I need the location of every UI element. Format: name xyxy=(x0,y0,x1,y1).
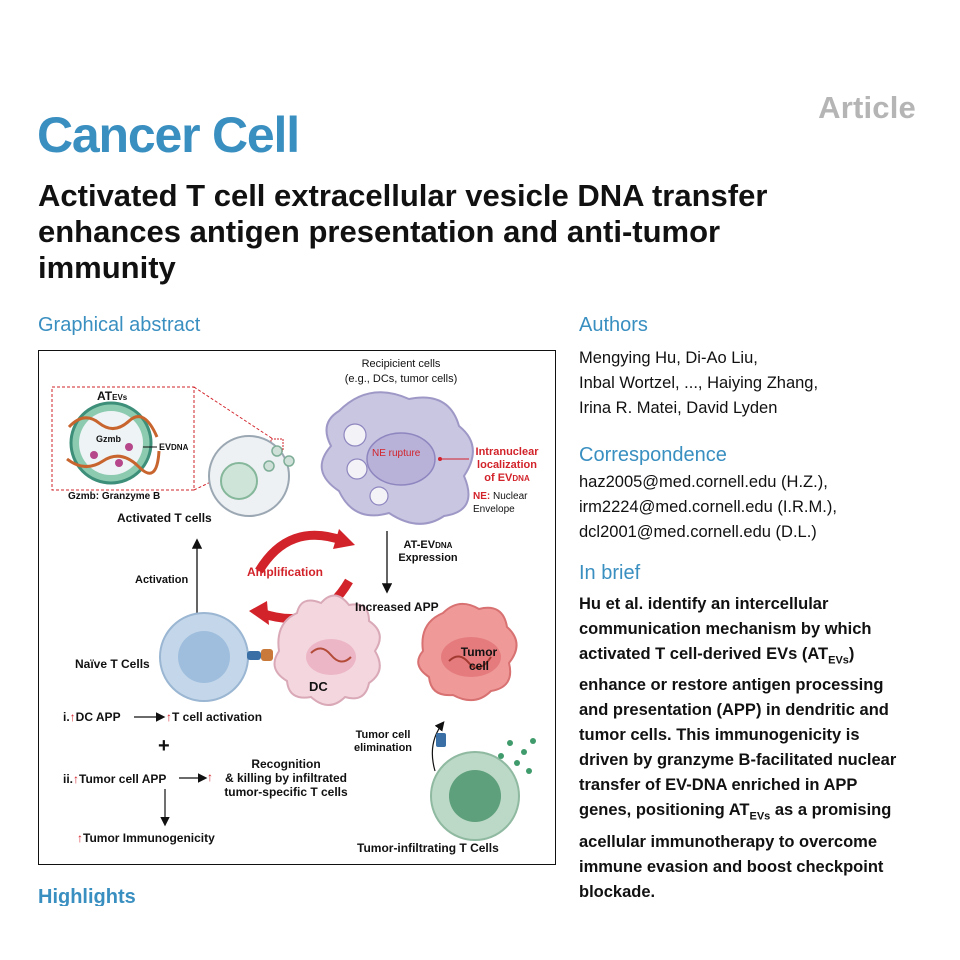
amplification-label: Amplification xyxy=(247,565,324,579)
correspondence-list: haz2005@med.cornell.edu (H.Z.), irm2224@… xyxy=(579,470,929,545)
authors-list: Mengying Hu, Di-Ao Liu, Inbal Wortzel, .… xyxy=(579,346,929,421)
correspondence-email[interactable]: irm2224@med.cornell.edu (I.R.M.), xyxy=(579,498,837,516)
recipient-nucleus xyxy=(366,432,436,486)
recognition-killing-label: Recognition & killing by infiltrated tum… xyxy=(224,757,348,799)
dc-nucleus xyxy=(306,639,356,675)
elimination-arrow xyxy=(431,721,445,772)
author-line: Inbal Wortzel, ..., Haiying Zhang, xyxy=(579,374,819,392)
tumor-nucleus xyxy=(441,637,501,677)
endosome xyxy=(369,486,389,506)
tumor-cell-label: Tumor cell xyxy=(460,645,498,673)
ev-dna-strand xyxy=(67,415,159,438)
ev-dna-label: EVDNA xyxy=(159,442,189,452)
activated-t-nucleus xyxy=(220,462,258,500)
plus-sign: + xyxy=(158,735,170,757)
gzmb-definition: Gzmb: Granzyme B xyxy=(68,491,161,502)
tumor-app-summary: ii.↑Tumor cell APP xyxy=(63,772,167,786)
at-ev-expression-label: AT-EVDNA Expression xyxy=(398,539,458,564)
dc-app-summary: i.↑DC APP xyxy=(63,710,121,724)
journal-name: Cancer Cell xyxy=(37,107,300,163)
dc-label: DC xyxy=(309,679,328,694)
intranuclear-localization-label: Intranuclear localization of EVDNA xyxy=(475,446,539,484)
in-brief-text: Hu et al. identify an intercellular comm… xyxy=(579,595,897,901)
tcr-receptor xyxy=(247,651,261,660)
title-line: Activated T cell extracellular vesicle D… xyxy=(38,178,768,213)
author-line: Mengying Hu, Di-Ao Liu, xyxy=(579,349,758,367)
increase-arrow-icon: ↑ xyxy=(73,772,80,786)
increase-arrow-icon: ↑ xyxy=(207,770,213,784)
recipient-cells-label: Recipicient cells (e.g., DCs, tumor cell… xyxy=(344,358,458,385)
title-line: enhances antigen presentation and anti-t… xyxy=(38,214,721,249)
increase-arrow-icon: ↑ xyxy=(69,710,76,724)
authors-heading: Authors xyxy=(579,314,648,336)
gzmb-label: Gzmb xyxy=(96,434,122,444)
granzyme-dot xyxy=(125,443,133,451)
til-nucleus xyxy=(449,770,501,822)
increase-arrow-icon: ↑ xyxy=(77,831,83,845)
tumor-elimination-label: Tumor cell elimination xyxy=(353,729,413,754)
naive-t-cells-label: Naïve T Cells xyxy=(75,657,150,671)
granzyme-dot xyxy=(90,451,98,459)
increased-app-label: Increased APP xyxy=(355,600,439,614)
ev-dna-strand xyxy=(66,450,161,475)
at-evs-label: ATEVs xyxy=(97,389,128,403)
endosome xyxy=(343,423,367,447)
granzyme-dot xyxy=(115,459,123,467)
amplification-arrow-top xyxy=(255,530,346,574)
increase-arrow-icon: ↑ xyxy=(166,710,172,724)
highlights-heading: Highlights xyxy=(38,886,136,906)
zoom-line-top xyxy=(193,386,274,440)
mhc-antigen xyxy=(261,649,273,661)
graphical-abstract-heading: Graphical abstract xyxy=(38,314,201,336)
tumor-immunogenicity-label: ↑Tumor Immunogenicity xyxy=(77,831,215,845)
title-line: immunity xyxy=(38,250,176,285)
naive-t-nucleus xyxy=(178,631,230,683)
in-brief-heading: In brief xyxy=(579,562,641,584)
ev-inset-box xyxy=(51,386,195,491)
released-ev xyxy=(271,445,283,457)
released-ev xyxy=(263,460,275,472)
abstract-illustration xyxy=(51,386,536,841)
author-line: Irina R. Matei, David Lyden xyxy=(579,399,778,417)
released-ev xyxy=(283,455,295,467)
graphical-abstract-figure: ATEVs Gzmb EVDNA Gzmb: Granzyme B Recipi… xyxy=(38,350,556,865)
activated-t-cells-label: Activated T cells xyxy=(117,511,212,525)
nuclear-envelope-key: NE: Nuclear Envelope xyxy=(473,491,528,515)
correspondence-email[interactable]: haz2005@med.cornell.edu (H.Z.), xyxy=(579,473,828,491)
article-type-label: Article xyxy=(818,90,916,125)
tumor-infiltrating-t-cells-label: Tumor-infiltrating T Cells xyxy=(357,841,499,855)
t-cell-activation-summary: ↑T cell activation xyxy=(166,710,263,724)
til-receptor xyxy=(436,733,446,747)
correspondence-heading: Correspondence xyxy=(579,444,727,466)
article-title: Activated T cell extracellular vesicle D… xyxy=(38,178,918,286)
endosome xyxy=(346,458,368,480)
ne-rupture-label: NE rupture xyxy=(372,448,421,459)
activation-label: Activation xyxy=(135,574,189,586)
correspondence-email[interactable]: dcl2001@med.cornell.edu (D.L.) xyxy=(579,523,817,541)
